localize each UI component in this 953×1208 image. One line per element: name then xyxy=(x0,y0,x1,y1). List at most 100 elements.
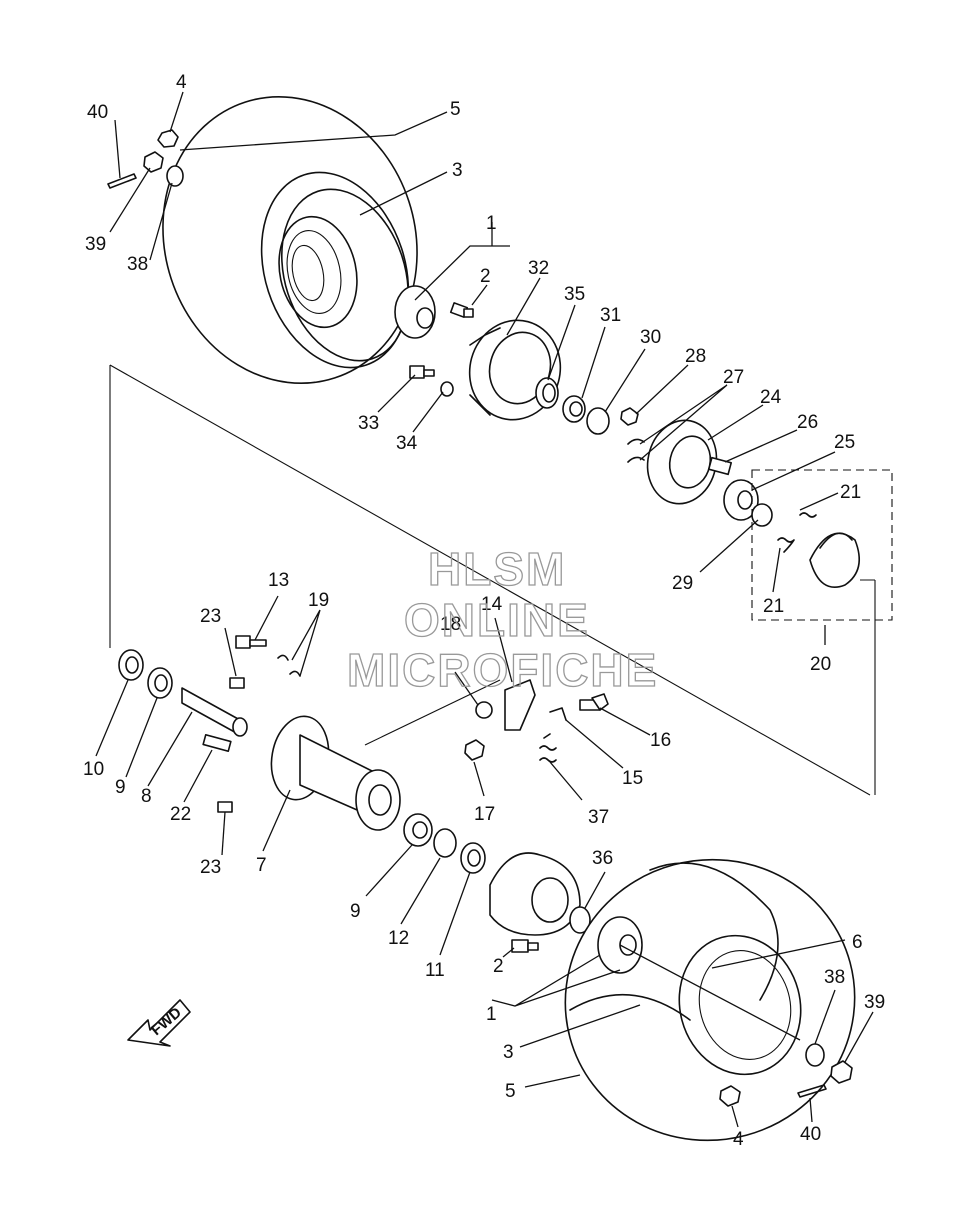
nut-39-bottom xyxy=(830,1060,853,1084)
label-part-40-bottom: 40 xyxy=(800,1124,821,1145)
label-part-1-top: 1 xyxy=(486,213,497,234)
label-part-39-bottom: 39 xyxy=(864,992,885,1013)
label-part-35: 35 xyxy=(564,284,585,305)
seal-11 xyxy=(460,842,486,874)
clip-19 xyxy=(277,654,301,677)
label-part-4-top: 4 xyxy=(176,72,187,93)
rim-bottom xyxy=(678,934,802,1076)
spring-37 xyxy=(539,733,557,763)
label-part-3-bottom: 3 xyxy=(503,1042,514,1063)
screw-33 xyxy=(409,365,435,379)
label-part-14: 14 xyxy=(481,594,503,615)
label-part-9-left: 9 xyxy=(115,777,126,798)
tire-top xyxy=(162,95,418,385)
bearing-9-right xyxy=(403,813,433,847)
label-part-20: 20 xyxy=(810,654,831,675)
part-labels: 40 4 5 3 39 38 1 2 32 35 31 30 28 27 24 … xyxy=(83,72,885,1150)
label-part-23-lower: 23 xyxy=(200,857,221,878)
bolt-2-bottom xyxy=(511,939,539,953)
label-part-9-right: 9 xyxy=(350,901,361,922)
spring-21 xyxy=(777,512,817,553)
bolt-16 xyxy=(579,693,609,711)
axle-frame-lines xyxy=(109,364,876,796)
hub-top xyxy=(394,285,436,339)
label-part-16: 16 xyxy=(650,730,671,751)
label-part-36: 36 xyxy=(592,848,613,869)
leader-lines xyxy=(95,91,874,1128)
label-part-3-top: 3 xyxy=(452,160,463,181)
washer-18 xyxy=(475,701,493,719)
label-part-4-bottom: 4 xyxy=(733,1129,744,1150)
label-part-30: 30 xyxy=(640,327,661,348)
label-part-6: 6 xyxy=(852,932,863,953)
label-part-11: 11 xyxy=(425,960,445,981)
bolt-23-top xyxy=(229,677,245,689)
label-part-26: 26 xyxy=(797,412,818,433)
label-part-5-bottom: 5 xyxy=(505,1081,516,1102)
shoe-set-box xyxy=(751,469,893,621)
nut-28 xyxy=(620,407,639,426)
brake-drum-32 xyxy=(468,319,562,421)
label-part-18: 18 xyxy=(440,614,461,635)
bolt-23-bottom xyxy=(217,801,233,813)
label-part-29: 29 xyxy=(672,573,693,594)
label-part-5-top: 5 xyxy=(450,99,461,120)
label-part-32: 32 xyxy=(528,258,549,279)
label-part-2-bottom: 2 xyxy=(493,956,504,977)
label-part-40-top: 40 xyxy=(87,102,108,123)
nut-17 xyxy=(464,739,485,761)
brake-arm-14 xyxy=(504,679,536,731)
label-part-38-bottom: 38 xyxy=(824,967,845,988)
label-part-37: 37 xyxy=(588,807,609,828)
rod-14-line xyxy=(364,679,501,746)
seal-10 xyxy=(118,649,144,681)
label-part-2-top: 2 xyxy=(480,266,491,287)
bolt-2-top xyxy=(449,302,474,318)
gear-case xyxy=(489,852,581,936)
watermark-line-2: ONLINE xyxy=(404,594,590,646)
hub-25 xyxy=(723,479,759,521)
label-part-27: 27 xyxy=(723,367,744,388)
washer-38-bottom xyxy=(805,1043,825,1067)
stud-22 xyxy=(202,734,232,752)
label-part-25: 25 xyxy=(834,432,855,453)
label-part-8: 8 xyxy=(141,786,152,807)
seal-30 xyxy=(586,407,610,435)
label-part-22: 22 xyxy=(170,804,191,825)
label-part-33: 33 xyxy=(358,413,379,434)
label-part-28: 28 xyxy=(685,346,706,367)
cotter-pin-40-bottom xyxy=(797,1084,827,1098)
label-part-21-upper: 21 xyxy=(840,482,861,503)
label-part-1-bottom: 1 xyxy=(486,1004,497,1025)
spacer-8 xyxy=(181,687,248,737)
label-part-17: 17 xyxy=(474,804,495,825)
watermark-line-1: HLSM xyxy=(428,543,566,595)
label-part-21-lower: 21 xyxy=(763,596,784,617)
label-part-38-top: 38 xyxy=(127,254,148,275)
fwd-arrow-icon: FWD xyxy=(127,999,191,1047)
nut-4-bottom xyxy=(719,1085,741,1107)
label-part-19: 19 xyxy=(308,590,329,611)
label-part-7: 7 xyxy=(256,855,267,876)
label-part-13: 13 xyxy=(268,570,289,591)
label-part-31: 31 xyxy=(600,305,621,326)
label-part-10: 10 xyxy=(83,759,104,780)
rim-top xyxy=(278,215,358,329)
bearing-9-left xyxy=(147,667,173,699)
label-part-39-top: 39 xyxy=(85,234,106,255)
bearing-31 xyxy=(562,395,586,423)
seal-36 xyxy=(569,906,591,934)
cotter-pin-40-top xyxy=(107,173,137,189)
label-part-12: 12 xyxy=(388,928,409,949)
label-part-34: 34 xyxy=(396,433,418,454)
pin-15 xyxy=(549,707,567,721)
tire-bottom xyxy=(564,858,856,1142)
bolt-13 xyxy=(235,635,267,649)
nut-39-top xyxy=(143,151,164,173)
label-part-15: 15 xyxy=(622,768,643,789)
seal-12 xyxy=(433,828,457,858)
clip-27 xyxy=(627,438,645,463)
watermark: HLSM ONLINE MICROFICHE xyxy=(346,542,657,696)
washer-34 xyxy=(440,381,454,397)
